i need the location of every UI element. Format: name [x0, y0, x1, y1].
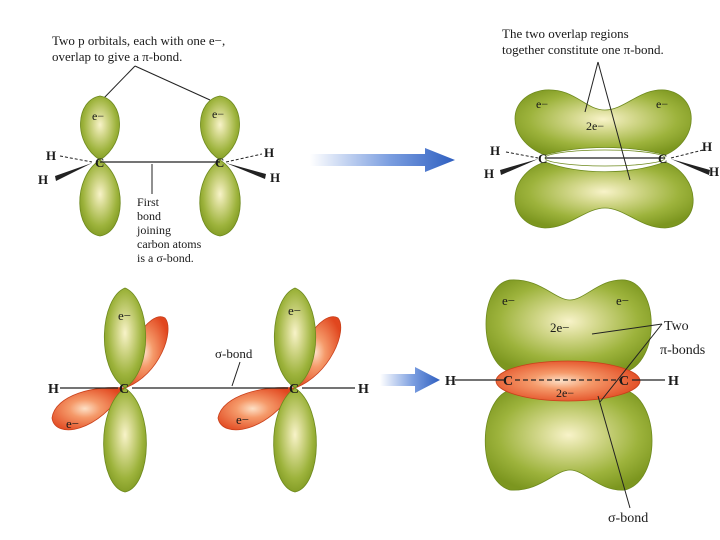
- hydrogen-atom: H: [358, 382, 369, 397]
- pointer-line: [134, 65, 211, 101]
- sigma-note-line: carbon atoms: [137, 237, 202, 251]
- carbon-atom: C: [503, 374, 513, 389]
- electron-pair-label: 2e−: [556, 386, 574, 400]
- p-orbital-lower-lobe: [199, 159, 241, 237]
- electron-pair-label: 2e−: [550, 320, 570, 335]
- electron-label: e−: [92, 109, 104, 123]
- p-orbital-upper-lobe: [200, 95, 240, 161]
- hydrogen-atom: H: [709, 164, 719, 179]
- pi-bonds-label-line1: Two: [664, 319, 689, 334]
- carbon-atom: C: [289, 382, 299, 397]
- electron-label: e−: [236, 412, 249, 427]
- carbon-atom: C: [95, 155, 104, 170]
- electron-label: e−: [66, 416, 79, 431]
- bottom-left-panel: e− e− e− e− H C C H σ-bond: [48, 287, 369, 493]
- bottom-right-panel: e− e− 2e− 2e− H C C H Two π-bonds σ-bond: [445, 279, 705, 526]
- pointer-line: [591, 323, 663, 335]
- sigma-note-line: bond: [137, 209, 161, 223]
- transform-arrow-top: [310, 148, 455, 172]
- hydrogen-atom: H: [484, 166, 494, 181]
- caption-p-orbitals-line2: overlap to give a π-bond.: [52, 49, 182, 64]
- sp2-orbital-lobe: [217, 387, 296, 431]
- top-left-panel: Two p orbitals, each with one e−, overla…: [38, 33, 280, 265]
- hydrogen-bond-dashed: [505, 151, 539, 159]
- sigma-note-line: is a σ-bond.: [137, 251, 194, 265]
- caption-overlap-line2: together constitute one π-bond.: [502, 42, 664, 57]
- carbon-atom: C: [658, 151, 667, 166]
- carbon-atom: C: [538, 151, 547, 166]
- p-orbital-lower-lobe: [273, 387, 317, 493]
- sigma-bond-region: [495, 360, 641, 402]
- pi-overlap-upper: [514, 89, 692, 156]
- electron-label: e−: [502, 293, 515, 308]
- caption-p-orbitals-line1: Two p orbitals, each with one e−,: [52, 33, 225, 48]
- electron-label: e−: [536, 97, 548, 111]
- electron-label: e−: [118, 308, 131, 323]
- pointer-line: [231, 361, 241, 387]
- sigma-note-line: First: [137, 195, 160, 209]
- pointer-line: [599, 323, 663, 403]
- pointer-line: [101, 65, 136, 101]
- top-right-panel: The two overlap regions together constit…: [484, 26, 719, 229]
- hydrogen-bond-wedge: [671, 159, 710, 175]
- electron-label: e−: [288, 303, 301, 318]
- hydrogen-bond-dashed: [225, 153, 263, 163]
- hydrogen-atom: H: [445, 374, 456, 389]
- hydrogen-atom: H: [264, 145, 274, 160]
- carbon-atom: C: [215, 155, 224, 170]
- pointer-line: [584, 61, 599, 113]
- sigma-note-line: joining: [136, 223, 171, 237]
- hydrogen-bond-wedge: [226, 163, 266, 179]
- sp2-orbital-lobe: [51, 387, 126, 431]
- electron-label: e−: [616, 293, 629, 308]
- sigma-bond-label: σ-bond: [215, 346, 253, 361]
- pointer-line: [597, 61, 631, 181]
- electron-pair-label: 2e−: [586, 119, 604, 133]
- hydrogen-bond-dashed: [59, 155, 93, 163]
- pi-overlap-lower: [484, 389, 653, 491]
- carbon-atom: C: [619, 374, 629, 389]
- caption-overlap-line1: The two overlap regions: [502, 26, 629, 41]
- hydrogen-atom: H: [270, 170, 280, 185]
- hydrogen-atom: H: [48, 382, 59, 397]
- hydrogen-atom: H: [490, 143, 500, 158]
- arrow-right-icon: [310, 148, 455, 172]
- pi-overlap-lower: [514, 161, 694, 229]
- pi-bonds-label-line2: π-bonds: [660, 343, 705, 358]
- p-orbital-upper-lobe: [80, 95, 120, 161]
- p-orbital-lower-lobe: [79, 159, 121, 237]
- hydrogen-bond-dashed: [670, 149, 704, 159]
- pointer-line: [597, 395, 631, 509]
- hydrogen-atom: H: [668, 374, 679, 389]
- hydrogen-atom: H: [702, 139, 712, 154]
- electron-label: e−: [656, 97, 668, 111]
- hydrogen-bond-wedge: [500, 159, 538, 175]
- electron-label: e−: [212, 107, 224, 121]
- hydrogen-atom: H: [38, 172, 48, 187]
- p-orbital-upper-lobe: [103, 287, 147, 389]
- sigma-bond-label: σ-bond: [608, 511, 648, 526]
- transform-arrow-bottom: [380, 367, 440, 393]
- arrow-right-icon: [380, 367, 440, 393]
- carbon-atom: C: [119, 382, 129, 397]
- hydrogen-bond-wedge: [55, 163, 92, 181]
- p-orbital-lower-lobe: [103, 387, 147, 493]
- hydrogen-atom: H: [46, 148, 56, 163]
- p-orbital-upper-lobe: [273, 287, 317, 389]
